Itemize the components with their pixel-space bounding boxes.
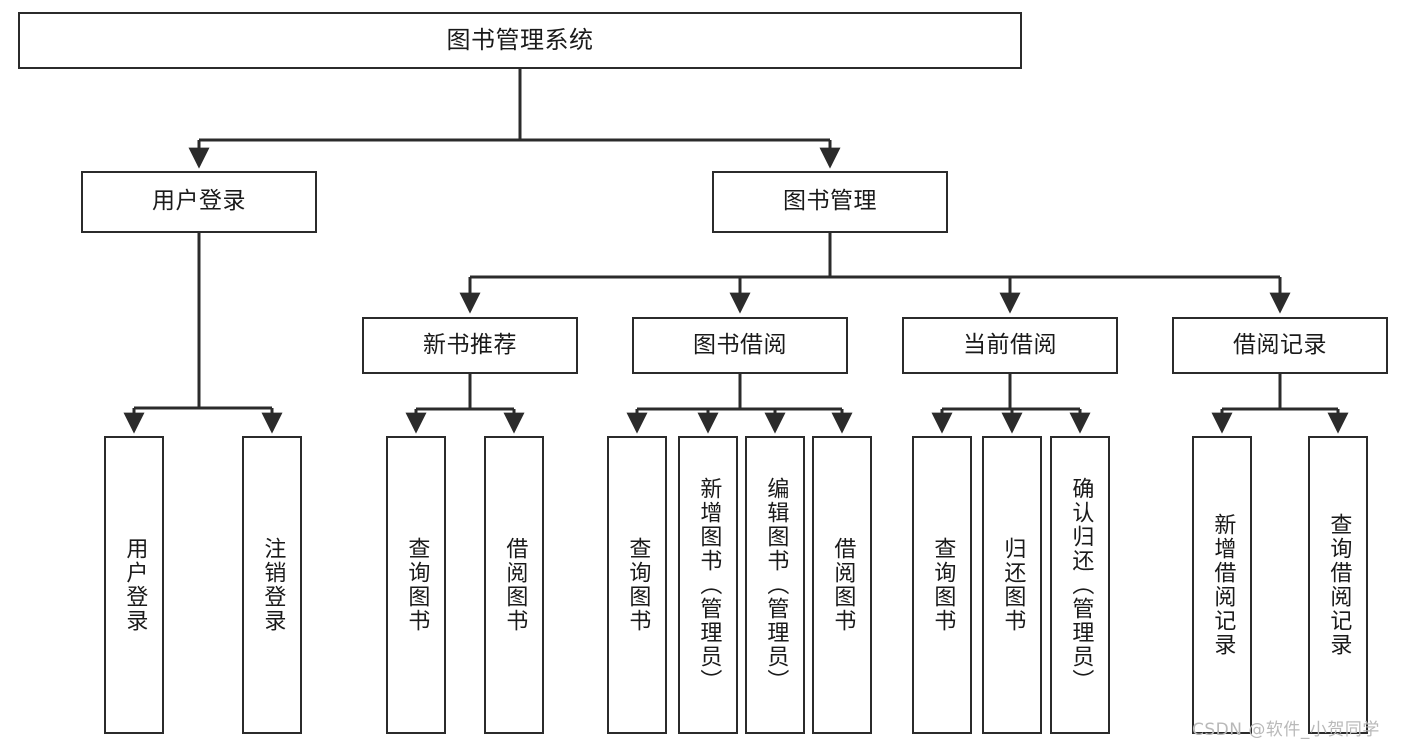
leaf-add-book-admin[interactable]: 新增图书（管理员） xyxy=(678,436,738,734)
node-label: 借阅记录 xyxy=(1233,331,1327,358)
node-label: 用户登录 xyxy=(122,537,148,633)
leaf-query-book-nbr[interactable]: 查询图书 xyxy=(386,436,446,734)
leaf-query-book-cb[interactable]: 查询图书 xyxy=(912,436,972,734)
leaf-query-book-bb[interactable]: 查询图书 xyxy=(607,436,667,734)
node-label: 查询图书 xyxy=(404,537,430,633)
node-new-book-recommend[interactable]: 新书推荐 xyxy=(362,317,578,374)
node-current-borrow[interactable]: 当前借阅 xyxy=(902,317,1118,374)
leaf-borrow-book-bb[interactable]: 借阅图书 xyxy=(812,436,872,734)
node-label: 图书借阅 xyxy=(693,331,787,358)
node-label: 借阅图书 xyxy=(830,537,856,633)
node-label: 确认归还（管理员） xyxy=(1068,477,1094,693)
node-borrow-record[interactable]: 借阅记录 xyxy=(1172,317,1388,374)
leaf-user-login[interactable]: 用户登录 xyxy=(104,436,164,734)
node-label: 图书管理系统 xyxy=(446,26,594,55)
node-label: 查询图书 xyxy=(930,537,956,633)
leaf-add-borrow-record[interactable]: 新增借阅记录 xyxy=(1192,436,1252,734)
node-label: 图书管理 xyxy=(783,188,877,215)
node-book-borrow[interactable]: 图书借阅 xyxy=(632,317,848,374)
node-label: 新增借阅记录 xyxy=(1210,513,1236,657)
leaf-edit-book-admin[interactable]: 编辑图书（管理员） xyxy=(745,436,805,734)
node-label: 当前借阅 xyxy=(963,331,1057,358)
node-label: 借阅图书 xyxy=(502,537,528,633)
node-label: 查询借阅记录 xyxy=(1326,513,1352,657)
node-book-management[interactable]: 图书管理 xyxy=(712,171,948,233)
node-user-login[interactable]: 用户登录 xyxy=(81,171,317,233)
leaf-return-book[interactable]: 归还图书 xyxy=(982,436,1042,734)
node-label: 新增图书（管理员） xyxy=(696,477,722,693)
node-label: 注销登录 xyxy=(260,537,286,633)
csdn-watermark: CSDN @软件_小贺同学 xyxy=(1192,720,1380,740)
node-label: 编辑图书（管理员） xyxy=(763,477,789,693)
node-root-system[interactable]: 图书管理系统 xyxy=(18,12,1022,69)
node-label: 查询图书 xyxy=(625,537,651,633)
leaf-confirm-return-admin[interactable]: 确认归还（管理员） xyxy=(1050,436,1110,734)
leaf-query-borrow-record[interactable]: 查询借阅记录 xyxy=(1308,436,1368,734)
leaf-borrow-book-nbr[interactable]: 借阅图书 xyxy=(484,436,544,734)
node-label: 归还图书 xyxy=(1000,537,1026,633)
node-label: 新书推荐 xyxy=(423,331,517,358)
node-label: 用户登录 xyxy=(152,188,246,215)
leaf-logout[interactable]: 注销登录 xyxy=(242,436,302,734)
